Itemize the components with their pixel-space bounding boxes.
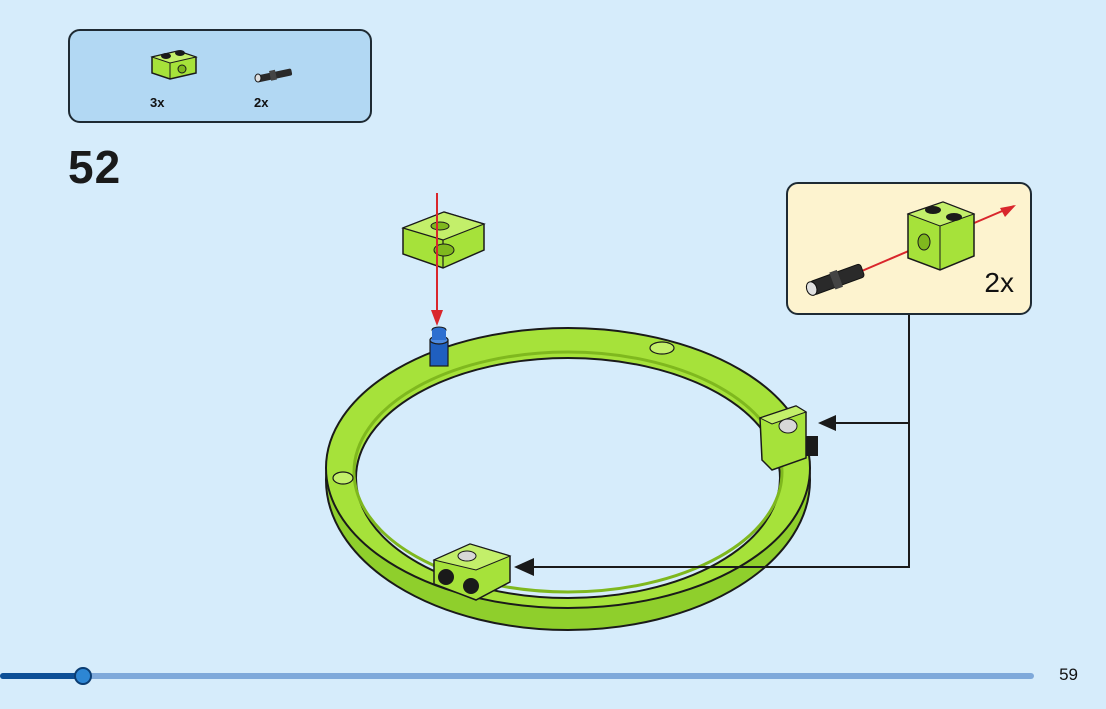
progress-knob — [74, 667, 92, 685]
lime-ring — [325, 327, 811, 631]
page-number: 59 — [1059, 665, 1078, 684]
sub-assembly-callout: 2x — [786, 182, 1032, 315]
connector-pin-black-icon — [254, 68, 293, 83]
ring-brick-bottom — [432, 543, 512, 601]
part-quantity: 2x — [254, 95, 269, 110]
parts-list-box: 3x 2x — [68, 29, 372, 123]
ring-brick-right — [758, 405, 818, 471]
falling-technic-brick — [401, 211, 486, 269]
progress-fill — [0, 673, 83, 679]
callout-quantity: 2x — [984, 267, 1014, 298]
pin-into-brick-icon — [805, 201, 1016, 296]
callout-pointer-lines — [514, 315, 910, 576]
part-quantity: 3x — [150, 95, 165, 110]
technic-brick-1x2-lime-icon — [150, 50, 198, 80]
step-number: 52 — [68, 141, 122, 193]
red-insert-arrow — [431, 193, 443, 326]
blue-axle-pin — [429, 326, 449, 367]
progress-track — [0, 673, 1034, 679]
